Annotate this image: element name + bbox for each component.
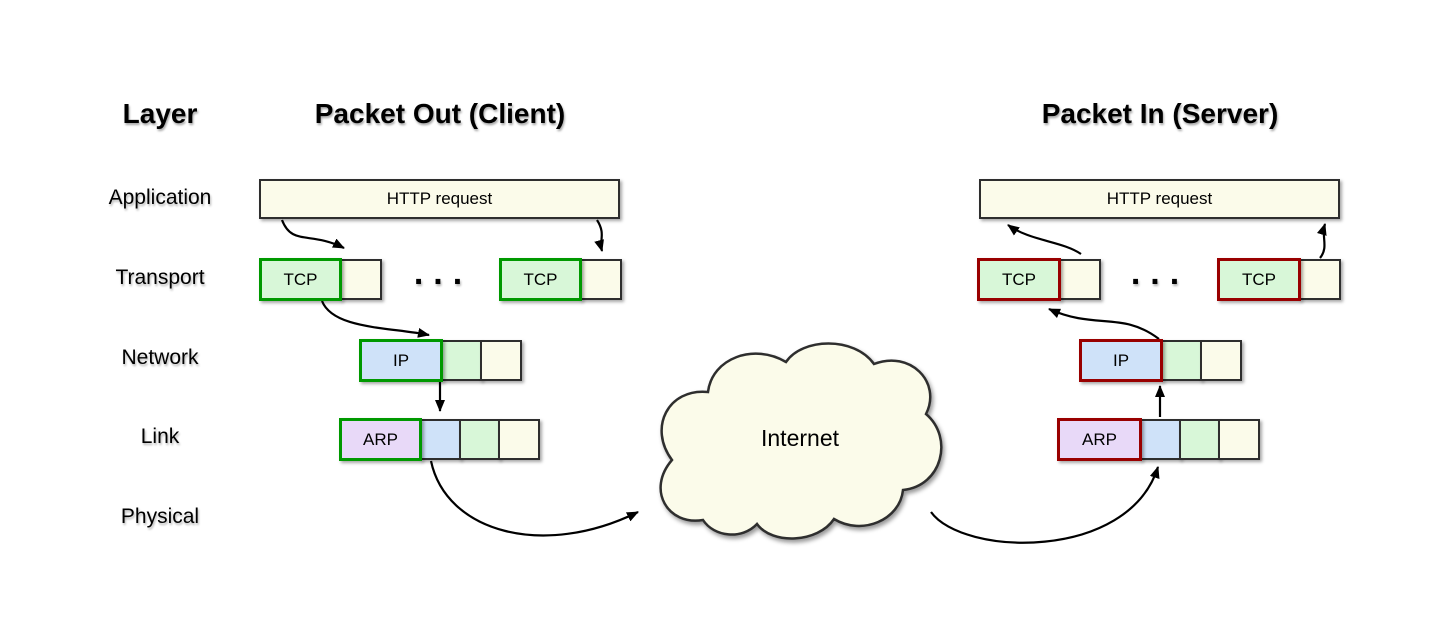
client-link-seg-blue — [420, 419, 461, 460]
server-tcp-segment-1: TCP — [977, 258, 1101, 301]
client-tcp-header-1: TCP — [259, 258, 342, 301]
layer-column-header: Layer — [122, 98, 198, 129]
arrow-client-tcp1-to-ip — [320, 300, 430, 338]
server-tcp-header-1: TCP — [977, 258, 1061, 301]
client-tcp-payload-1 — [340, 259, 382, 300]
client-ip-seg-cream — [480, 340, 522, 381]
server-arp-label: ARP — [1082, 429, 1117, 449]
client-ellipsis: ... — [413, 254, 473, 292]
arrow-cloud-to-server-arp — [930, 466, 1160, 544]
layer-label-network: Network — [121, 346, 199, 369]
client-tcp-label-1: TCP — [283, 269, 318, 289]
arrow-client-http-to-tcp2 — [594, 219, 604, 252]
server-link-seg-green — [1179, 419, 1220, 460]
client-tcp-label-2: TCP — [523, 269, 558, 289]
server-ellipsis: ... — [1130, 254, 1190, 292]
server-ip-seg-green — [1161, 340, 1202, 381]
arrow-server-tcp2-to-http — [1316, 223, 1327, 259]
server-link-frame: ARP — [1057, 418, 1260, 461]
server-ip-packet: IP — [1079, 339, 1242, 382]
internet-cloud-label: Internet — [761, 425, 839, 451]
client-column-header: Packet Out (Client) — [314, 98, 566, 129]
arrow-client-arp-to-cloud — [429, 460, 639, 537]
client-ip-header: IP — [359, 339, 443, 382]
client-ip-seg-green — [441, 340, 482, 381]
server-tcp-segment-2: TCP — [1217, 258, 1341, 301]
server-http-request-label: HTTP request — [1106, 189, 1213, 208]
client-ip-label: IP — [392, 350, 410, 370]
client-link-seg-cream — [498, 419, 540, 460]
client-tcp-segment-2: TCP — [499, 258, 622, 301]
server-link-seg-cream — [1218, 419, 1260, 460]
client-http-request-label: HTTP request — [386, 189, 493, 208]
server-tcp-payload-2 — [1299, 259, 1341, 300]
server-link-seg-blue — [1140, 419, 1181, 460]
client-tcp-header-2: TCP — [499, 258, 582, 301]
client-arp-label: ARP — [363, 429, 398, 449]
server-ip-header: IP — [1079, 339, 1163, 382]
arrow-server-tcp1-to-http — [1007, 224, 1082, 255]
layer-label-physical: Physical — [120, 505, 200, 528]
client-arp-header: ARP — [339, 418, 422, 461]
client-link-frame: ARP — [339, 418, 540, 461]
server-column-header: Packet In (Server) — [1041, 98, 1279, 129]
arrow-server-ip-to-tcp1 — [1048, 307, 1160, 340]
server-arp-header: ARP — [1057, 418, 1142, 461]
client-link-seg-green — [459, 419, 500, 460]
server-tcp-label-1: TCP — [1002, 269, 1036, 289]
server-tcp-header-2: TCP — [1217, 258, 1301, 301]
layer-label-link: Link — [140, 425, 180, 448]
server-tcp-label-2: TCP — [1242, 269, 1276, 289]
client-tcp-segment-1: TCP — [259, 258, 382, 301]
layer-label-application: Application — [108, 186, 212, 209]
client-http-request-box: HTTP request — [259, 179, 620, 219]
server-ip-label: IP — [1112, 350, 1130, 370]
arrow-client-http-to-tcp1 — [280, 219, 345, 249]
client-tcp-payload-2 — [580, 259, 622, 300]
server-tcp-payload-1 — [1059, 259, 1101, 300]
layer-label-transport: Transport — [115, 266, 205, 289]
server-http-request-box: HTTP request — [979, 179, 1340, 219]
client-ip-packet: IP — [359, 339, 522, 382]
server-ip-seg-cream — [1200, 340, 1242, 381]
